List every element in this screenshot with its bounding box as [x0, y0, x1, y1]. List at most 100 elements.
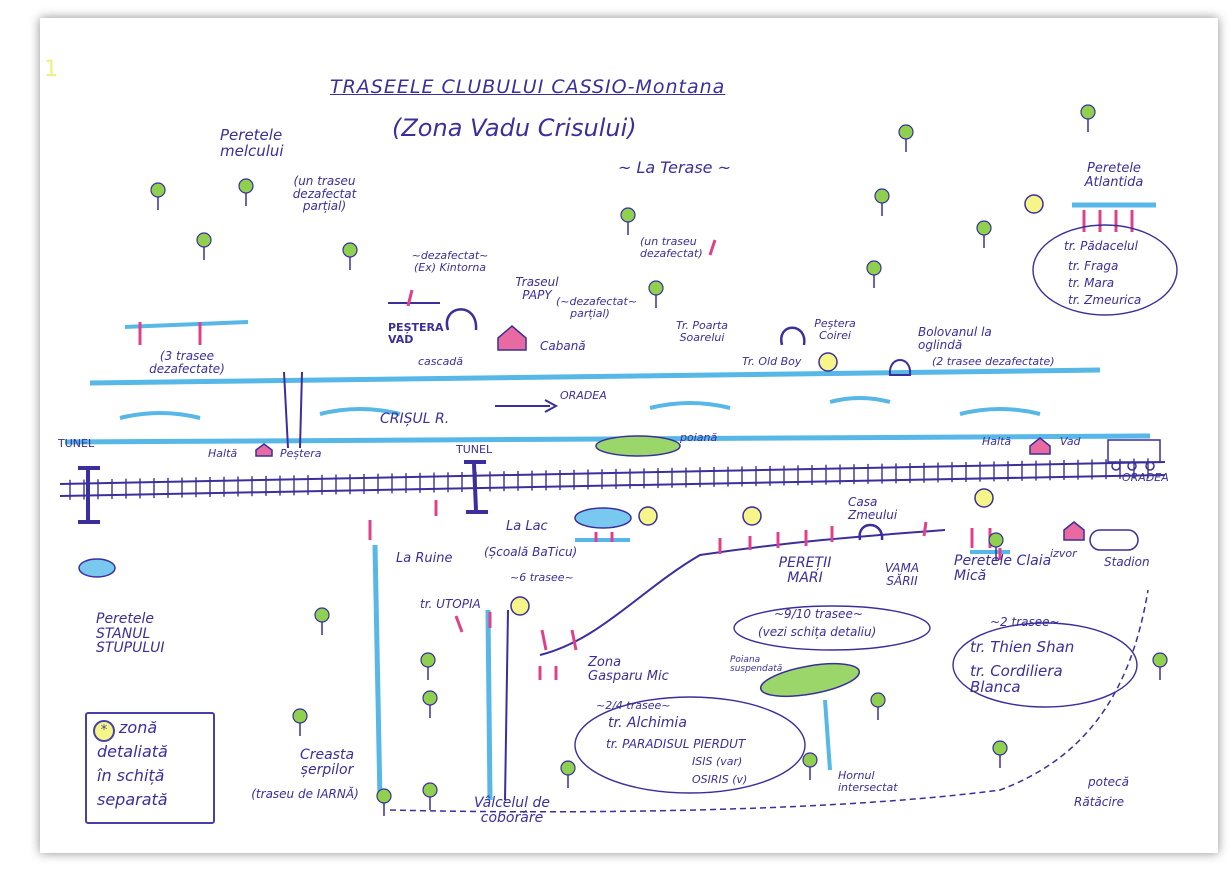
legend-line-2: detaliată — [97, 742, 168, 761]
tree-icon — [802, 752, 818, 780]
railway-line — [59, 461, 1166, 485]
label-cascada: cascadă — [418, 355, 464, 368]
label-old-boy: Tr. Old Boy — [742, 355, 802, 368]
cave-symbol — [780, 326, 806, 346]
gasparu-sub-2: OSIRIS (v) — [692, 773, 748, 786]
label-stadion: Stadion — [1104, 555, 1150, 569]
label-doua-trasee: ~2 trasee~ — [990, 615, 1060, 629]
label-poiana: poiană — [680, 431, 718, 444]
atlantida-route-4: tr. Zmeurica — [1068, 293, 1142, 307]
label-trei-trasee: (3 trasee dezafectate) — [149, 349, 225, 376]
label-hornul: Hornul intersectat — [838, 769, 898, 794]
railway-line — [59, 474, 1166, 497]
route-arrow — [708, 239, 717, 256]
label-peretele-claia: Peretele Claia Mică — [954, 553, 1052, 584]
tree-icon — [238, 178, 254, 206]
label-halta-pestera: Haltă — [208, 447, 238, 460]
label-crisul: CRIȘUL R. — [380, 411, 450, 427]
river-wave — [649, 401, 731, 410]
halta-hut — [1029, 437, 1051, 455]
tree-icon — [196, 232, 212, 260]
gasparu-route-1: tr. Alchimia — [608, 715, 687, 731]
tree-icon — [976, 220, 992, 248]
legend-line-4: separată — [97, 790, 168, 809]
train — [1107, 439, 1161, 471]
label-halta-vad: Haltă — [982, 435, 1012, 448]
label-cabana: Cabană — [540, 339, 586, 353]
tree-icon — [988, 532, 1004, 560]
label-peretele-atlantida: Peretele Atlantida — [1084, 161, 1144, 190]
cabana-hut — [497, 325, 527, 351]
label-gasparu-count: ~2/4 trasee~ — [596, 699, 671, 712]
tree-icon — [376, 788, 392, 816]
tree-icon — [1152, 652, 1168, 680]
tree-icon — [620, 207, 636, 235]
poiana-suspendata-shape — [759, 662, 861, 698]
izvor-hut — [1063, 521, 1085, 541]
tree-icon — [866, 260, 882, 288]
label-melcului-note: (un traseu dezafectat parțial) — [292, 174, 357, 214]
label-kintorna: ~dezafectat~ (Ex) Kintorna — [411, 249, 489, 274]
detail-zone-marker — [638, 506, 658, 526]
label-peretele-melcului: Peretele melcului — [220, 126, 284, 160]
valley-line — [504, 609, 509, 801]
detail-zone-marker — [1024, 194, 1044, 214]
map-subtitle: (Zona Vadu Crisului) — [392, 114, 637, 142]
lake — [574, 507, 632, 529]
label-pestera: Peștera — [280, 447, 322, 460]
detail-zone-marker — [818, 352, 838, 372]
label-poarta-soarelui: Tr. Poarta Soarelui — [675, 319, 729, 344]
cave-symbol — [858, 523, 884, 541]
label-un-traseu: (un traseu dezafectat) — [640, 235, 703, 260]
tree-icon — [874, 188, 890, 216]
label-casa-zmeului: Casa Zmeului — [848, 495, 898, 522]
route-arrow — [540, 629, 548, 651]
detail-zone-icon: * — [93, 720, 115, 742]
cave-symbol — [445, 308, 478, 331]
wall — [124, 320, 249, 329]
tree-icon — [992, 740, 1008, 768]
gasparu-sub-1: ISIS (var) — [692, 755, 743, 768]
label-poteca-2: Rătăcire — [1074, 795, 1124, 809]
tree-icon — [342, 242, 358, 270]
label-tunel-left: TUNEL — [58, 437, 95, 450]
trail-path — [389, 589, 1149, 813]
map-title: TRASEELE CLUBULUI CASSIO-Montana — [330, 76, 726, 98]
legend-line-1: zonă — [119, 718, 158, 737]
detail-zone-marker — [742, 506, 762, 526]
tree-icon — [150, 182, 166, 210]
tree-icon — [648, 280, 664, 308]
tree-icon — [420, 652, 436, 680]
stadion-shape — [1089, 529, 1139, 551]
label-noua-trasee: ~9/10 trasee~ — [774, 607, 863, 621]
valley-line — [372, 544, 383, 801]
tree-icon — [422, 690, 438, 718]
detail-zone-marker — [510, 596, 530, 616]
bubble — [1032, 224, 1178, 316]
glade-oval — [595, 435, 681, 457]
label-vezi-schita: (vezi schița detaliu) — [758, 625, 877, 639]
label-papy-note: (~dezafectat~ parțial) — [556, 295, 638, 320]
label-la-lac: La Lac — [506, 519, 548, 534]
river-wave — [829, 396, 891, 404]
bubble — [952, 622, 1138, 708]
claia-route-1: tr. Thien Shan — [970, 638, 1075, 656]
label-pestera-vad: PEȘTERA VAD — [388, 321, 444, 346]
tree-icon — [1080, 104, 1096, 132]
bridge — [299, 371, 303, 449]
tree-icon — [422, 782, 438, 810]
label-bolovanul-note: (2 trasee dezafectate) — [932, 355, 1055, 368]
label-valcelul: Vâlcelul de coborâre — [473, 795, 551, 826]
atlantida-route-1: tr. Pădacelul — [1064, 239, 1138, 253]
route-arrow — [406, 289, 414, 307]
gasparu-route-2: tr. PARADISUL PIERDUT — [606, 737, 746, 751]
label-peretii-mari: PEREȚII MARI — [778, 555, 832, 586]
label-creasta-note: (traseu de IARNĂ) — [251, 787, 359, 801]
legend-line-3: în schiță — [97, 766, 165, 785]
page-number: 1 — [44, 57, 58, 82]
river-wave — [319, 407, 401, 416]
legend-box: * zonă detaliată în schiță separată — [85, 712, 215, 824]
label-oradea-rail: ORADEA — [1122, 471, 1169, 484]
label-la-ruine: La Ruine — [396, 551, 453, 566]
